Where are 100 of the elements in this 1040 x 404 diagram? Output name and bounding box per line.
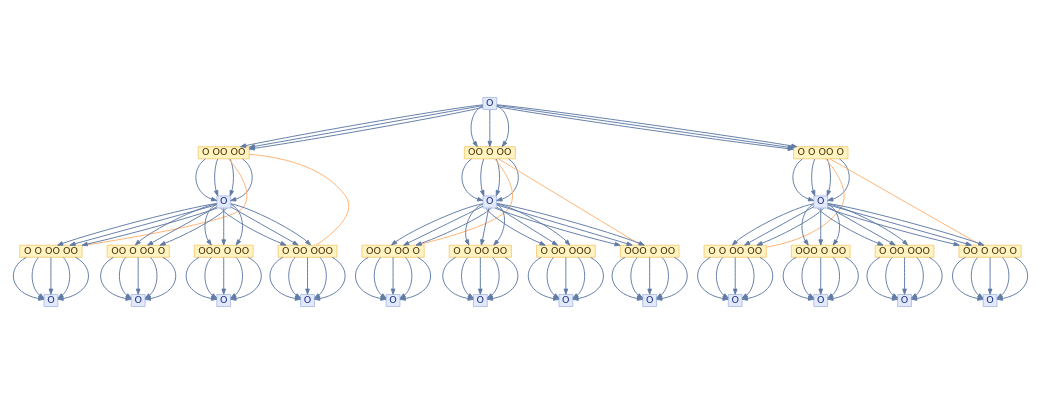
arrow [629,257,643,299]
arrow [185,256,217,301]
arrow [826,158,831,197]
arrow [194,158,217,202]
arrow [987,257,992,295]
arrow [134,203,217,246]
arrow [655,256,688,301]
arrow [743,206,814,246]
node-box: OOO O OO [193,244,254,258]
arrow [495,206,558,246]
arrow [826,257,840,299]
arrow [951,256,983,301]
arrow [390,203,483,246]
arrow [304,257,310,295]
arrow [479,207,489,246]
arrow [354,256,386,301]
arrow [402,205,483,246]
node-box: O [482,195,497,209]
arrow [826,158,850,202]
arrow [461,158,483,202]
arrow [884,257,898,299]
arrow [229,206,299,246]
arrow [460,257,474,299]
arrow [655,257,669,299]
node-box: O [482,97,497,110]
node-box: O O OO OO [448,244,512,258]
node-box: O O OO O [792,146,848,160]
node-box: OOO O OO [790,244,851,258]
arrow [485,207,546,246]
node-box: O OO OOO [277,244,337,258]
node-box: O [299,294,315,307]
arrow [826,207,960,247]
arrow [910,256,943,301]
arrow [866,256,898,301]
arrow [571,257,585,299]
arrow [12,256,44,301]
arrow [791,158,814,202]
arrow [696,256,729,301]
arrow [756,207,824,246]
arrow [229,203,243,246]
arrow [146,206,217,246]
node-box: O [43,294,58,307]
arrow [801,257,814,299]
node-box: O [812,195,828,209]
node-box: O [215,294,231,307]
node-box: O [558,294,573,307]
node-box: O [130,294,146,307]
arrow [31,257,44,299]
arrow [495,158,500,197]
arrow [390,257,395,295]
arrow [495,203,570,246]
arrow [219,207,286,246]
arrow [213,158,218,197]
arrow [817,257,823,295]
arrow [464,203,483,246]
arrow [229,256,262,301]
arrow [441,256,474,301]
arrow [826,206,896,246]
node-box: OO O OO O [958,244,1022,258]
node-box: O [472,294,488,307]
arrow [571,256,604,301]
arrow [220,207,226,246]
node-box: OO O OO O [361,244,425,258]
arrow [817,207,823,246]
connector [765,158,845,248]
arrow [373,257,386,299]
arrow [731,203,814,246]
arrow [287,257,301,299]
arrow [494,207,621,247]
connector [497,158,641,246]
arrow [479,158,484,197]
arrow [313,256,346,301]
arrow [827,203,908,246]
arrow [415,207,492,246]
node-box: OO O OO O [106,244,170,258]
arrow [229,158,253,202]
arrow [546,257,559,299]
arrow [230,203,311,246]
arrow [99,256,132,301]
arrow [563,257,568,295]
arrow [57,257,70,299]
node-box: OO O OO [463,146,516,160]
arrow [611,256,643,301]
arrow [268,256,301,301]
arrow [810,158,815,197]
arrow [527,256,559,301]
arrow [48,257,53,295]
node-box: O [982,294,997,307]
node-box: O [385,294,400,307]
node-box: O O OO OO [703,244,767,258]
arrow [910,257,924,299]
connector [81,158,247,247]
arrow [816,207,883,246]
node-box: O OO OO [197,146,250,160]
arrow [135,257,140,295]
node-box: O [215,195,231,209]
connector [828,158,981,246]
node-box: O OO OOO [874,244,934,258]
arrow [229,257,243,299]
arrow [57,256,89,301]
